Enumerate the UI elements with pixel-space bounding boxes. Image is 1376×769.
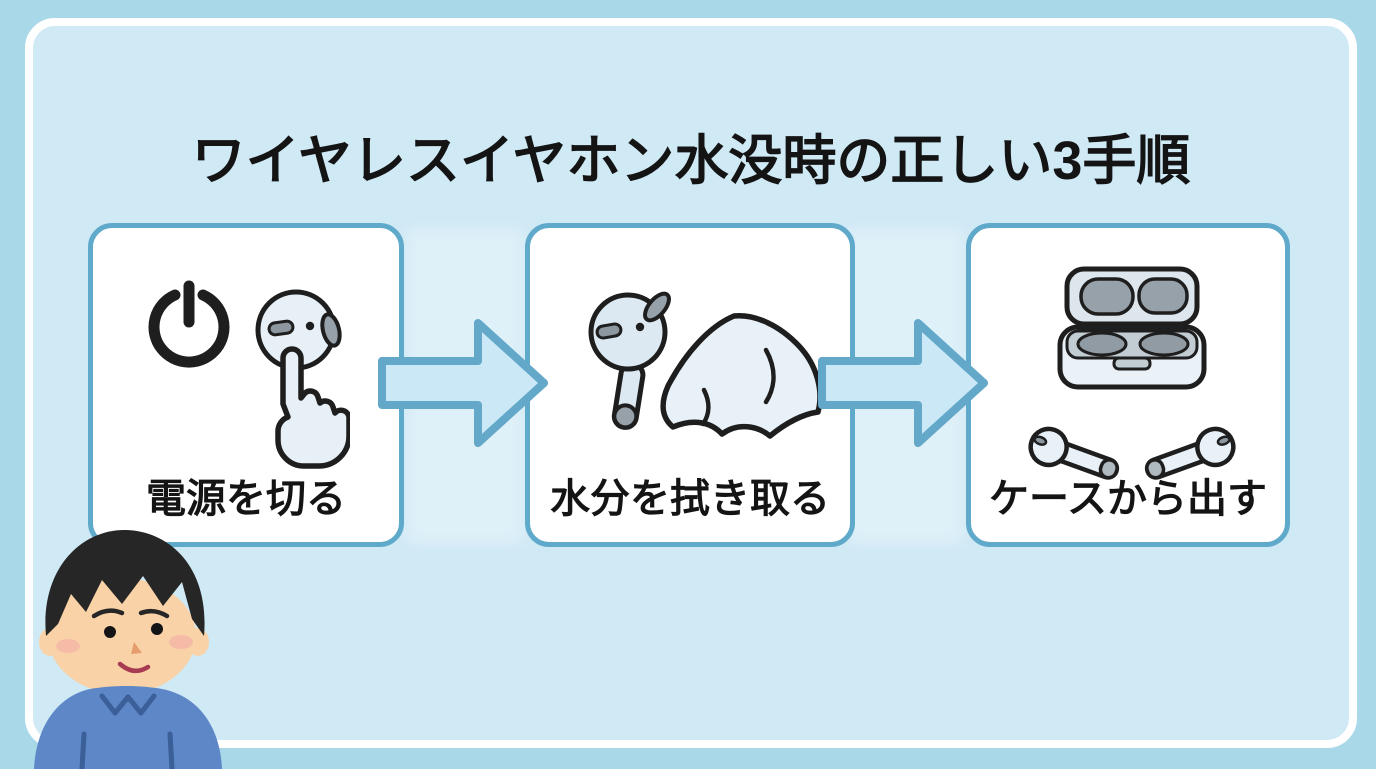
page-title: ワイヤレスイヤホン水没時の正しい3手順 xyxy=(191,131,1191,192)
arrow-right-icon xyxy=(818,319,988,447)
step-label: 電源を切る xyxy=(146,477,346,521)
step-label: 水分を拭き取る xyxy=(550,477,830,521)
step-label: ケースから出す xyxy=(989,477,1267,521)
step-card-wipe-dry: 水分を拭き取る xyxy=(525,223,855,547)
power-icon xyxy=(148,280,230,368)
step-card-remove-from-case: ケースから出す xyxy=(966,223,1290,547)
arrow-right-icon xyxy=(378,319,548,447)
earbuds-pair-icon xyxy=(1028,426,1236,480)
earbud-icon xyxy=(588,291,671,430)
case-open-icon xyxy=(1057,266,1207,390)
step-card-power-off: 電源を切る xyxy=(88,223,404,547)
cloth-icon xyxy=(660,313,823,439)
man-character-illustration xyxy=(34,530,222,769)
earbud-press-icon xyxy=(255,289,350,469)
